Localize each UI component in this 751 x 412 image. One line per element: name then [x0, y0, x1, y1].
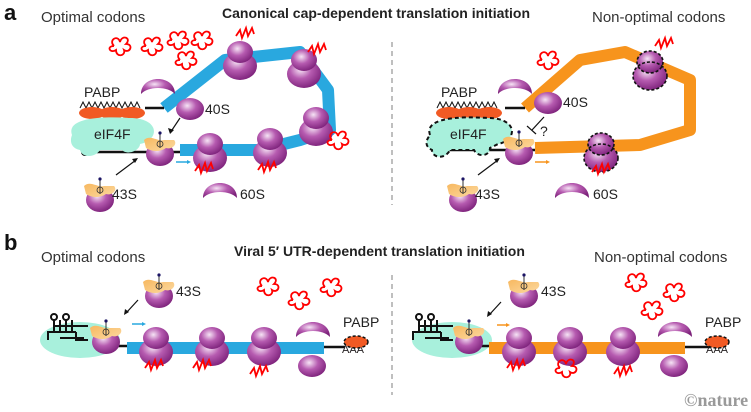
pabp-protein [704, 335, 730, 349]
nonoptimal-mrna [521, 46, 696, 154]
panel-letter-a: a [4, 0, 17, 25]
label-43s: 43S [475, 186, 500, 202]
ribosome-40s [298, 355, 326, 377]
pabp-protein [343, 335, 369, 349]
pabp-protein [476, 107, 502, 119]
eif4f-label: eIF4F [94, 126, 131, 142]
ribosome-60s [658, 322, 692, 337]
peptide-coil [166, 30, 190, 51]
arrowhead [546, 160, 550, 164]
panel-b-optimal: AAA PABP 43S [40, 272, 379, 377]
pabp-protein [456, 107, 482, 119]
complex-43s [83, 176, 116, 213]
arrowhead [187, 160, 191, 164]
peptide-coil [319, 277, 343, 298]
peptide-coil [640, 300, 664, 321]
nascent-peptide [554, 358, 578, 379]
eif4f-label: eIF4F [450, 126, 487, 142]
arrowhead [142, 322, 146, 326]
ribosome-60s [141, 79, 175, 94]
pabp-label: PABP [343, 314, 379, 330]
complex-43s [507, 272, 540, 309]
panel-b-left-label: Optimal codons [41, 249, 145, 266]
peptide-coil [256, 276, 280, 297]
label-60s: 60S [593, 186, 618, 202]
label-43s: 43S [541, 283, 566, 299]
peptide-coil [190, 30, 214, 51]
panel-a-nonoptimal: PABP eIF4F 40S ? 60S 43S [425, 37, 696, 213]
nascent-peptide [654, 37, 674, 49]
peptide-coil [536, 50, 560, 71]
arrow-43s [489, 301, 502, 315]
ribosome-80s [195, 327, 229, 366]
peptide-coil [108, 36, 132, 57]
ribosome-80s [502, 327, 536, 366]
panel-a-left-label: Optimal codons [41, 9, 145, 26]
panel-a-right-label: Non-optimal codons [592, 9, 725, 26]
ribosome-80s [606, 327, 640, 366]
pabp-label: PABP [705, 314, 741, 330]
panel-letter-b: b [4, 230, 17, 255]
arrowhead [132, 158, 138, 163]
pabp-protein [119, 107, 145, 119]
inhibition-bar [526, 125, 537, 135]
question-mark: ? [540, 123, 548, 139]
ribosome-60s [296, 322, 330, 337]
label-43s: 43S [112, 186, 137, 202]
arrow-40s [171, 117, 181, 131]
panel-b: b Optimal codons Viral 5′ UTR-dependent … [4, 230, 741, 395]
peptide-coil [140, 36, 164, 57]
ribosome-60s [498, 79, 532, 94]
panel-b-nonoptimal: AAA PABP 43S [412, 272, 741, 379]
ribosome-60s [203, 183, 237, 198]
label-40s: 40S [205, 101, 230, 117]
pabp-label: PABP [84, 84, 120, 100]
arrowhead [506, 323, 510, 327]
ribosome-40s [534, 92, 562, 114]
arrowhead [487, 311, 492, 317]
panel-a-title: Canonical cap-dependent translation init… [222, 5, 530, 21]
nature-credit: ©nature [684, 390, 748, 410]
stalled-ribosome [583, 132, 619, 173]
peptide-coil [662, 282, 686, 303]
panel-b-title: Viral 5′ UTR-dependent translation initi… [234, 243, 525, 259]
arrow-43s [115, 159, 137, 176]
arrow-43s [126, 299, 139, 313]
ribosome-80s [223, 41, 257, 80]
inhibition-line [531, 116, 545, 131]
ribosome-40s [176, 98, 204, 120]
pabp-protein [436, 107, 462, 119]
complex-43s [142, 272, 175, 309]
ribosome-80s [253, 128, 287, 167]
nascent-peptide [249, 365, 269, 377]
arrow-43s [477, 159, 499, 176]
ribosome-80s [247, 327, 281, 366]
peptide-coil [287, 290, 311, 311]
complex-43s [446, 176, 479, 213]
panel-a: a Optimal codons Canonical cap-dependent… [4, 0, 725, 213]
peptide-coil [174, 50, 198, 71]
label-60s: 60S [240, 186, 265, 202]
label-43s: 43S [176, 283, 201, 299]
stalled-ribosome [632, 50, 668, 91]
arrowhead [168, 128, 174, 134]
peptide-coil [624, 272, 648, 293]
nascent-peptide [235, 27, 255, 39]
arrowhead [124, 309, 129, 315]
ribosome-60s [555, 183, 589, 198]
panel-a-optimal: PABP eIF4F 40S 60S 43S [70, 27, 350, 213]
panel-b-right-label: Non-optimal codons [594, 249, 727, 266]
arrowhead [494, 158, 500, 163]
label-40s: 40S [563, 94, 588, 110]
pabp-protein [79, 107, 105, 119]
pabp-protein [99, 107, 125, 119]
eif4f-complex-destabilized [425, 116, 513, 158]
nascent-peptide [613, 365, 633, 377]
eif4f-complex [70, 117, 154, 156]
pabp-label: PABP [441, 84, 477, 100]
ribosome-40s [660, 355, 688, 377]
ribosome-80s [139, 327, 173, 366]
nascent-peptide [326, 130, 350, 151]
